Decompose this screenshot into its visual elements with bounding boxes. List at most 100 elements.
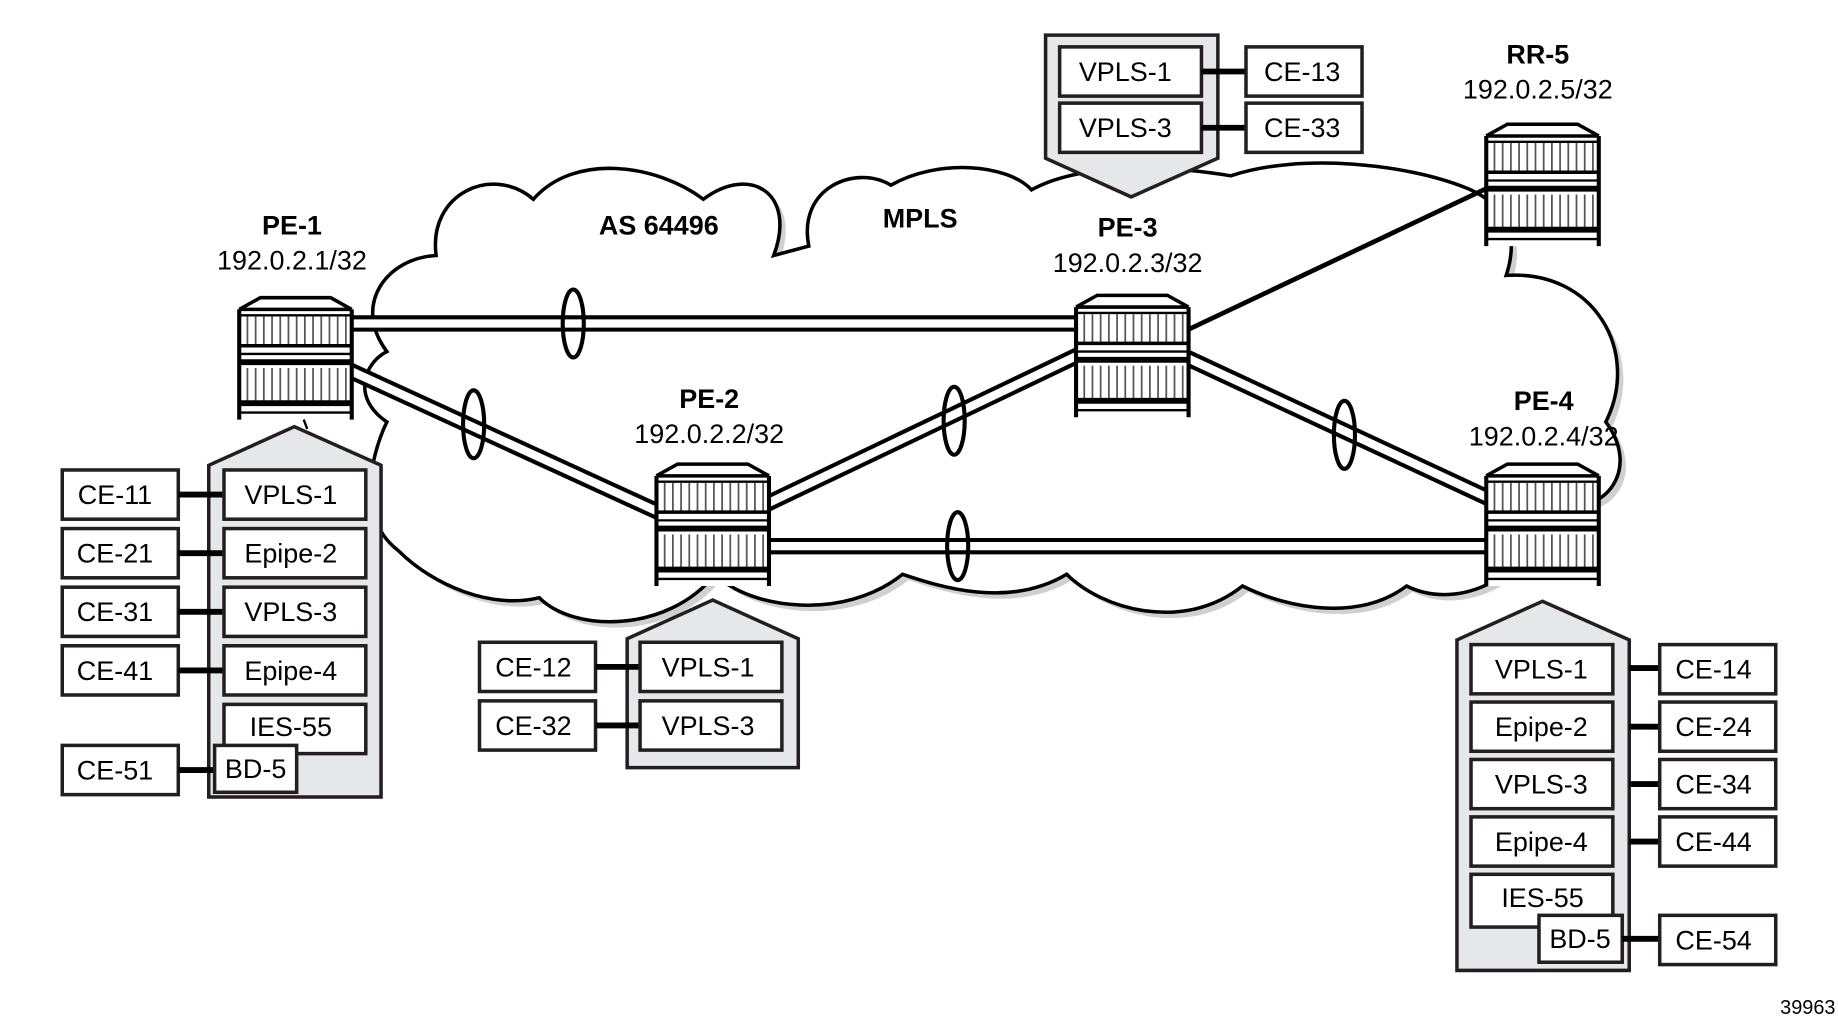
ce-box[interactable] xyxy=(60,526,181,580)
service-label: BD-5 xyxy=(1549,924,1610,954)
service-label: Epipe-4 xyxy=(1495,827,1588,857)
link-pe1-pe3 xyxy=(349,287,1081,360)
service-row: CE-51 BD-5 xyxy=(60,743,299,797)
service-label: IES-55 xyxy=(250,712,332,742)
router-rr5[interactable]: RR-5 192.0.2.5/32 xyxy=(1463,39,1613,246)
service-row: CE-12 VPLS-1 xyxy=(477,640,784,694)
ce-box[interactable] xyxy=(60,585,181,639)
tunnel-icon xyxy=(1331,398,1358,471)
figure-id: 39963 xyxy=(1780,997,1835,1019)
service-row: CE-31 VPLS-3 xyxy=(60,585,368,639)
router-icon xyxy=(1486,462,1599,586)
service-box[interactable] xyxy=(1057,101,1204,155)
ce-label: CE-51 xyxy=(77,755,153,785)
ce-label: CE-34 xyxy=(1675,769,1751,799)
link-pe3-pe4 xyxy=(1182,350,1495,507)
ce-box[interactable] xyxy=(1244,101,1364,155)
ce-label: CE-54 xyxy=(1675,925,1751,955)
ce-label: CE-13 xyxy=(1264,57,1340,87)
ce-box[interactable] xyxy=(1657,642,1778,696)
service-box[interactable] xyxy=(212,743,299,795)
ce-box[interactable] xyxy=(60,468,181,521)
link-pe2-pe4 xyxy=(766,510,1491,583)
tunnel-icon xyxy=(461,388,487,461)
router-ip: 192.0.2.3/32 xyxy=(1053,248,1203,278)
ce-box[interactable] xyxy=(1657,700,1778,754)
ce-label: CE-32 xyxy=(495,711,571,741)
link-pe3-rr5 xyxy=(1185,185,1490,333)
service-box[interactable] xyxy=(1469,757,1615,811)
service-label: VPLS-1 xyxy=(1079,57,1172,87)
link-pe1-pe2 xyxy=(345,362,663,520)
service-box[interactable] xyxy=(222,585,368,639)
service-box[interactable] xyxy=(1469,700,1615,754)
router-name: PE-1 xyxy=(262,210,322,240)
service-row: CE-32 VPLS-3 xyxy=(477,699,784,752)
service-row: VPLS-1 CE-14 xyxy=(1469,642,1778,696)
service-box[interactable] xyxy=(222,644,368,697)
service-row: Epipe-2 CE-24 xyxy=(1469,700,1778,754)
service-box[interactable] xyxy=(638,640,784,694)
service-box[interactable] xyxy=(222,526,368,580)
service-label: VPLS-1 xyxy=(244,480,337,510)
router-icon xyxy=(1076,293,1189,417)
router-pe3[interactable]: PE-3 192.0.2.3/32 xyxy=(1053,213,1203,417)
service-label: BD-5 xyxy=(225,754,286,784)
tunnel-icon xyxy=(560,287,586,360)
service-box[interactable] xyxy=(638,699,784,752)
mpls-label: MPLS xyxy=(883,203,958,233)
ce-box[interactable] xyxy=(1657,757,1778,811)
ce-label: CE-41 xyxy=(77,656,153,686)
service-label: IES-55 xyxy=(1501,883,1583,913)
service-label: VPLS-1 xyxy=(662,652,755,682)
service-row: CE-41 Epipe-4 xyxy=(60,644,368,697)
service-row: VPLS-3 CE-33 xyxy=(1057,101,1364,155)
ce-label: CE-33 xyxy=(1264,113,1340,143)
as-label: AS 64496 xyxy=(599,210,719,240)
tunnel-icon xyxy=(941,384,967,457)
service-box[interactable] xyxy=(1537,913,1624,964)
ce-label: CE-31 xyxy=(77,597,153,627)
ce-label: CE-24 xyxy=(1675,712,1751,742)
service-row: VPLS-1 CE-13 xyxy=(1057,45,1364,98)
service-row: BD-5 CE-54 xyxy=(1537,913,1778,967)
tunnel-icon xyxy=(945,510,971,583)
router-ip: 192.0.2.1/32 xyxy=(217,246,367,276)
service-label: VPLS-3 xyxy=(244,597,337,627)
ce-label: CE-21 xyxy=(77,539,153,569)
ce-box[interactable] xyxy=(1657,815,1778,868)
service-box[interactable] xyxy=(1469,815,1615,868)
router-pe1[interactable]: PE-1 192.0.2.1/32 xyxy=(217,210,367,419)
service-label: VPLS-3 xyxy=(1495,769,1588,799)
service-label: VPLS-3 xyxy=(1079,113,1172,143)
router-ip: 192.0.2.4/32 xyxy=(1469,421,1619,451)
service-box[interactable] xyxy=(222,468,368,521)
ce-label: CE-14 xyxy=(1675,655,1751,685)
router-pe2[interactable]: PE-2 192.0.2.2/32 xyxy=(634,384,784,586)
router-ip: 192.0.2.2/32 xyxy=(634,419,784,449)
ce-box[interactable] xyxy=(60,644,181,697)
router-name: RR-5 xyxy=(1506,39,1569,69)
service-row: CE-21 Epipe-2 xyxy=(60,526,368,580)
service-box[interactable] xyxy=(1469,642,1615,696)
ce-box[interactable] xyxy=(1657,913,1778,967)
router-icon xyxy=(656,462,769,586)
service-box[interactable] xyxy=(1057,45,1204,98)
service-label: Epipe-2 xyxy=(1495,712,1588,742)
ce-label: CE-44 xyxy=(1675,827,1751,857)
router-name: PE-3 xyxy=(1098,213,1158,243)
router-icon xyxy=(239,295,352,419)
ce-label: CE-11 xyxy=(78,480,152,510)
link-pe2-pe3 xyxy=(763,346,1085,512)
ce-label: CE-12 xyxy=(495,652,571,682)
service-row: VPLS-3 CE-34 xyxy=(1469,757,1778,811)
ce-box[interactable] xyxy=(1244,45,1364,98)
service-label: Epipe-2 xyxy=(244,539,337,569)
service-label: VPLS-3 xyxy=(662,711,755,741)
router-icon xyxy=(1486,122,1599,246)
router-name: PE-2 xyxy=(679,384,739,414)
service-row: Epipe-4 CE-44 xyxy=(1469,815,1778,868)
ce-box[interactable] xyxy=(477,699,598,752)
router-pe4[interactable]: PE-4 192.0.2.4/32 xyxy=(1469,386,1619,586)
